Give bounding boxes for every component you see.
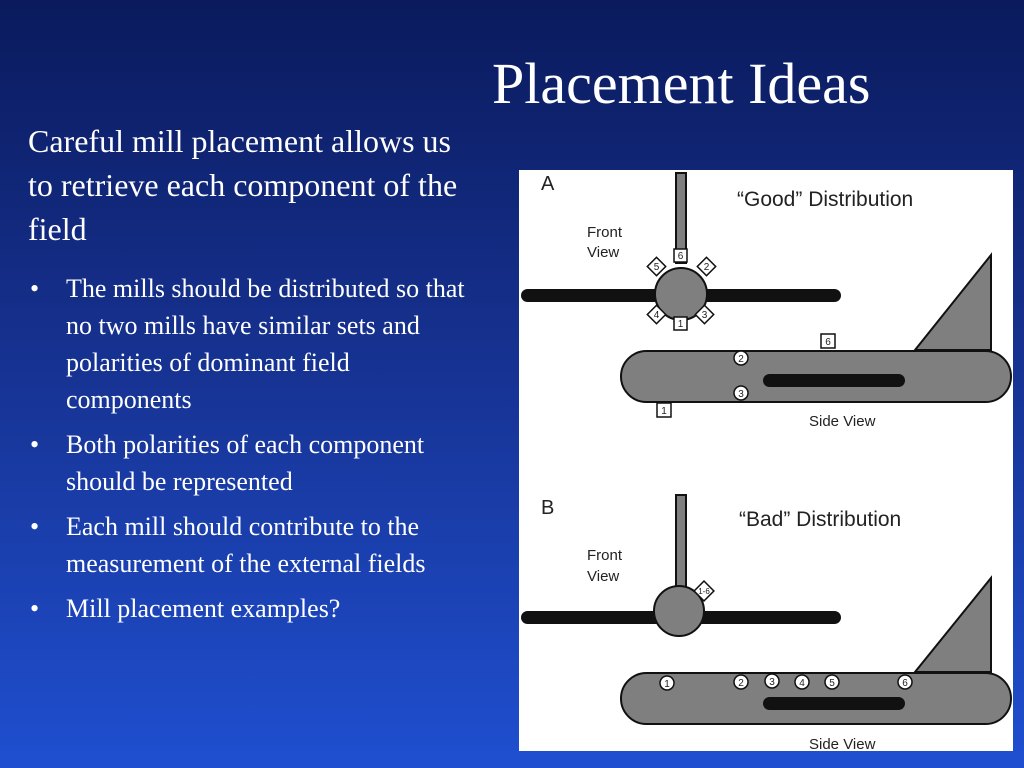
panel-b-letter: B: [541, 497, 554, 519]
slide-subtitle: Careful mill placement allows us to retr…: [28, 123, 458, 247]
panel-b-side-mill-3: 3: [764, 673, 780, 689]
panel-a-side-mill-1: 1: [656, 402, 672, 418]
mill-label: 2: [738, 678, 744, 689]
mill-label: 2: [704, 262, 710, 273]
bullet-text: Each mill should contribute to the measu…: [66, 512, 426, 578]
panel-b-fuselage-section: [653, 585, 705, 637]
panel-a-front-mill-5: 5: [646, 256, 667, 277]
panel-b-side-mill-6: 6: [897, 674, 913, 690]
panel-b-tail-fin: [675, 494, 687, 591]
mill-label: 4: [799, 678, 805, 689]
panel-b-side-wing: [763, 697, 905, 710]
bullet-item: • Each mill should contribute to the meas…: [28, 508, 468, 582]
bullet-text: The mills should be distributed so that …: [66, 274, 465, 414]
bullet-item: • Both polarities of each component shoul…: [28, 426, 468, 500]
slide-title: Placement Ideas: [492, 51, 871, 116]
panel-a-side-tail: [912, 252, 992, 351]
panel-a-side-mill-3: 3: [733, 385, 749, 401]
mill-placement-diagram: A “Good” Distribution Front View 6 2 3 1…: [521, 172, 1012, 751]
mill-label: 1: [664, 679, 670, 690]
panel-a-front-mill-1: 1: [673, 316, 688, 331]
mill-label: 1: [661, 406, 667, 417]
bullet-dot: •: [30, 274, 40, 303]
bullet-dot: •: [30, 430, 40, 459]
bullet-text: Both polarities of each component should…: [66, 430, 425, 496]
panel-a-side-wing: [763, 374, 905, 387]
panel-a-front-mill-4: 4: [646, 304, 667, 325]
mill-label: 2: [738, 354, 744, 365]
panel-a-caption: “Good” Distribution: [737, 188, 913, 211]
mill-label: 6: [825, 337, 831, 348]
mill-label: 3: [738, 389, 744, 400]
panel-a-front-mill-6: 6: [673, 248, 688, 263]
panel-b-caption: “Bad” Distribution: [739, 508, 901, 531]
panel-b-side-mill-2: 2: [733, 674, 749, 690]
panel-a-letter: A: [541, 173, 555, 195]
mill-label: 6: [902, 678, 908, 689]
bullet-text: Mill placement examples?: [66, 594, 341, 623]
bullet-list: • The mills should be distributed so that…: [28, 270, 468, 635]
mill-label: 5: [654, 262, 660, 273]
mill-label: 4: [654, 310, 660, 321]
mill-label: 1-6: [698, 587, 710, 596]
panel-a-side-mill-2: 2: [733, 350, 749, 366]
panel-a-front-label-line2: View: [587, 244, 619, 261]
bullet-item: • The mills should be distributed so that…: [28, 270, 468, 418]
panel-a-side-mill-6: 6: [820, 333, 836, 349]
mill-label: 3: [769, 677, 775, 688]
panel-a-front-mill-2: 2: [696, 256, 717, 277]
panel-a-front-mill-3: 3: [694, 304, 715, 325]
panel-b-front-mill-1-6: 1-6: [693, 580, 715, 602]
mill-label: 3: [702, 310, 708, 321]
bullet-item: • Mill placement examples?: [28, 590, 468, 627]
panel-b-side-mill-5: 5: [824, 674, 840, 690]
panel-b-front-label-line2: View: [587, 568, 619, 585]
mill-label: 1: [678, 319, 684, 330]
panel-b-side-view-label: Side View: [809, 736, 876, 751]
panel-b-side-tail: [912, 575, 992, 673]
mill-label: 6: [678, 251, 684, 262]
panel-a-front-label-line1: Front: [587, 224, 623, 241]
panel-b-side-mill-1: 1: [659, 675, 675, 691]
panel-b-side-mill-4: 4: [794, 674, 810, 690]
panel-b-front-label-line1: Front: [587, 547, 623, 564]
mill-placement-figure: A “Good” Distribution Front View 6 2 3 1…: [519, 170, 1013, 751]
mill-label: 5: [829, 678, 835, 689]
bullet-dot: •: [30, 512, 40, 541]
panel-a-tail-fin: [675, 172, 687, 264]
bullet-dot: •: [30, 594, 40, 623]
panel-a-side-view-label: Side View: [809, 413, 876, 430]
